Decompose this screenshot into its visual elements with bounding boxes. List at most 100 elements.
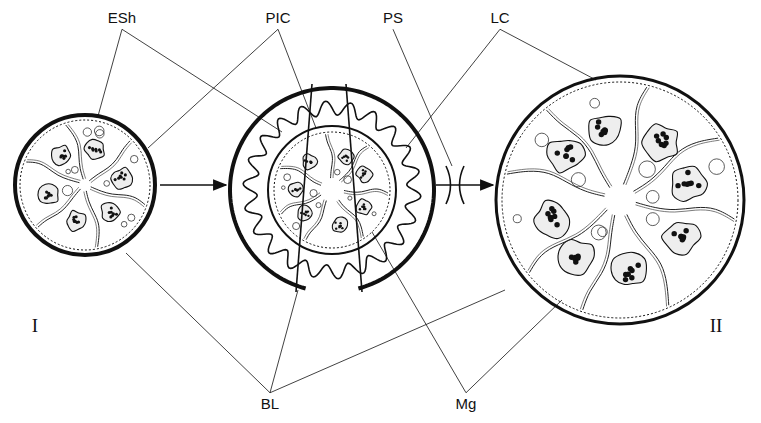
chromatin bbox=[338, 225, 340, 227]
nucleus bbox=[642, 124, 678, 162]
chromatin bbox=[600, 129, 605, 134]
chromatin bbox=[635, 263, 640, 268]
chromatin bbox=[111, 214, 114, 217]
nucleus bbox=[84, 139, 104, 159]
chromatin bbox=[680, 236, 685, 241]
chromatin bbox=[654, 133, 659, 138]
vesicle bbox=[130, 155, 137, 162]
chromatin bbox=[110, 211, 113, 214]
part-label: PIC bbox=[265, 10, 290, 27]
cell-border bbox=[547, 110, 610, 187]
part-label: LC bbox=[490, 10, 509, 27]
chromatin bbox=[95, 149, 98, 152]
cell-border bbox=[280, 193, 320, 212]
cell-border bbox=[508, 169, 606, 194]
chromatin bbox=[307, 215, 309, 217]
vesicle bbox=[282, 186, 286, 190]
chromatin bbox=[345, 155, 347, 157]
nucleus bbox=[298, 205, 312, 221]
vesicle bbox=[83, 128, 91, 136]
cell-border bbox=[306, 201, 326, 240]
vesicle bbox=[284, 174, 291, 181]
chromatin bbox=[120, 176, 123, 179]
chromatin bbox=[362, 169, 364, 171]
chromatin bbox=[555, 150, 560, 155]
leader-line bbox=[98, 29, 122, 116]
chromatin bbox=[346, 160, 348, 162]
leader-line bbox=[466, 300, 562, 393]
epithelial-sheath bbox=[15, 115, 155, 255]
chromatin bbox=[114, 178, 117, 181]
chromatin bbox=[305, 211, 307, 213]
leaders bbox=[98, 29, 596, 393]
leader-line bbox=[122, 29, 282, 132]
epithelial-sheath bbox=[496, 76, 744, 324]
chromatin bbox=[552, 214, 557, 219]
cell-border bbox=[326, 134, 333, 178]
cell-border bbox=[636, 202, 735, 219]
chromatin bbox=[120, 171, 123, 174]
cell-border bbox=[344, 191, 388, 195]
chromatin bbox=[72, 216, 75, 219]
chromatin bbox=[675, 183, 680, 188]
vesicle bbox=[646, 190, 659, 203]
chromatin bbox=[661, 143, 666, 148]
part-label: Mg bbox=[456, 396, 477, 413]
vesicle bbox=[646, 213, 659, 226]
nucleus bbox=[558, 239, 594, 275]
cell-border bbox=[281, 195, 321, 214]
cell-border bbox=[90, 189, 144, 207]
nucleus bbox=[67, 210, 86, 231]
chromatin bbox=[310, 161, 312, 163]
vesicle bbox=[334, 169, 340, 175]
interruption-bracket bbox=[460, 166, 465, 204]
vesicle bbox=[62, 185, 72, 195]
folded-basal-lamina bbox=[243, 101, 421, 279]
cell-border bbox=[280, 168, 321, 185]
nucleus bbox=[672, 166, 707, 201]
chromatin bbox=[570, 157, 575, 162]
chromatin bbox=[305, 211, 307, 213]
nucleus bbox=[101, 203, 120, 222]
stage-three-tubule bbox=[496, 76, 744, 324]
chromatin bbox=[74, 220, 77, 223]
leader-line bbox=[126, 253, 270, 393]
vesicle bbox=[513, 215, 521, 223]
chromatin bbox=[91, 147, 94, 150]
leader-line bbox=[406, 29, 500, 148]
leader-line bbox=[148, 29, 278, 148]
cell-border bbox=[328, 134, 335, 178]
leader-line bbox=[372, 232, 466, 393]
chromatin bbox=[696, 183, 701, 188]
chromatin bbox=[48, 193, 51, 196]
chromatin bbox=[364, 170, 366, 172]
basal-lamina bbox=[502, 82, 738, 318]
stage-one-tubule bbox=[15, 115, 155, 255]
chromatin bbox=[363, 173, 365, 175]
cleft-line bbox=[296, 84, 312, 292]
figure-numeral: II bbox=[710, 316, 723, 337]
vesicle bbox=[372, 212, 376, 216]
nucleus bbox=[332, 217, 347, 232]
vesicle bbox=[571, 173, 585, 187]
lamina-ring bbox=[268, 126, 396, 254]
chromatin bbox=[310, 161, 312, 163]
chromatin bbox=[88, 146, 91, 149]
cell-border bbox=[89, 141, 130, 181]
cell-border bbox=[26, 162, 79, 183]
chromatin bbox=[681, 181, 686, 186]
chromatin bbox=[59, 155, 62, 158]
chromatin bbox=[545, 211, 550, 216]
chromatin bbox=[686, 181, 691, 186]
chromatin bbox=[345, 155, 347, 157]
vesicle bbox=[293, 222, 300, 229]
nucleus bbox=[547, 140, 586, 173]
vesicle bbox=[128, 214, 135, 221]
vesicle bbox=[535, 133, 549, 147]
chromatin bbox=[110, 206, 113, 209]
nucleus bbox=[534, 200, 570, 238]
cell-border bbox=[507, 171, 605, 196]
chromatin bbox=[291, 190, 293, 192]
chromatin bbox=[566, 145, 571, 150]
